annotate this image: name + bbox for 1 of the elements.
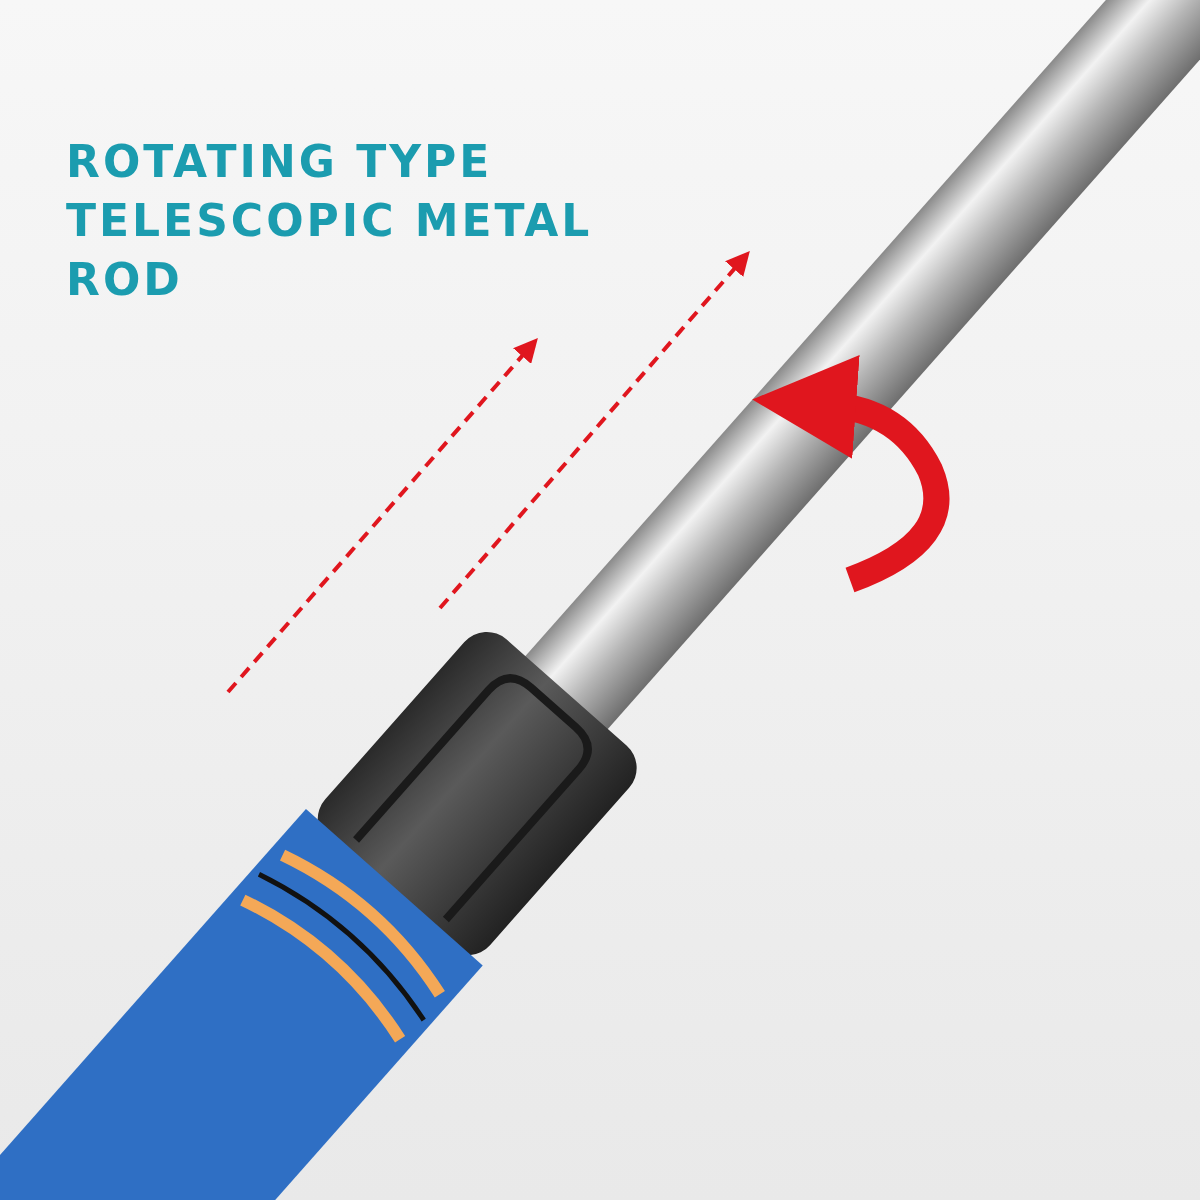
title: ROTATING TYPE TELESCOPIC METAL ROD — [66, 135, 594, 307]
